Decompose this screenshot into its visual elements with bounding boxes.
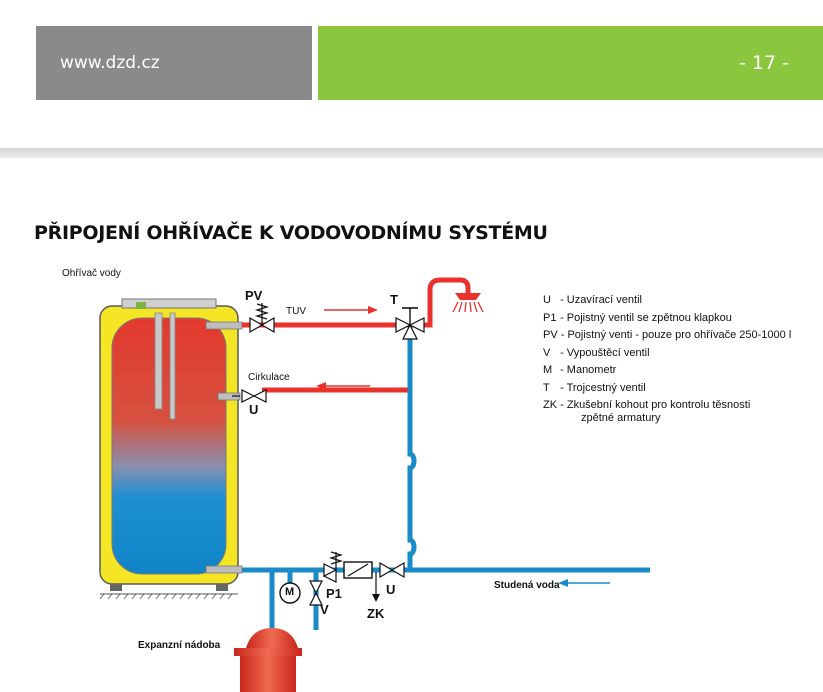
p1-label: P1 [326, 586, 342, 601]
legend-code: T [543, 381, 550, 394]
u-top-label: U [249, 402, 259, 417]
legend-item: ZK - Zkušební kohout pro kontrolu těsnos… [543, 399, 791, 417]
manometer-icon [279, 582, 301, 604]
legend-item: T - Trojcestný ventil [543, 382, 791, 400]
page-number-banner: - 17 - [318, 26, 823, 100]
water-heater [99, 298, 243, 600]
legend-item: PV - Pojistný venti - pouze pro ohřívače… [543, 329, 791, 347]
legend-item: P1 - Pojistný ventil se zpětnou klapkou [543, 312, 791, 330]
legend-item: V - Vypouštěcí ventil [543, 347, 791, 365]
legend-text: - Manometr [560, 364, 617, 376]
legend-code: V [543, 346, 551, 359]
p1-safety-valve-icon [322, 551, 344, 583]
legend-code: U [543, 294, 551, 306]
three-way-valve-icon [395, 307, 425, 340]
tuv-flow-arrow-icon [324, 306, 378, 314]
legend-item: U - Uzavírací ventil [543, 294, 791, 312]
circulation-shutoff-valve-icon [232, 389, 267, 403]
legend-text: - Trojcestný ventil [560, 381, 646, 394]
circulation-label: Cirkulace [248, 372, 290, 383]
legend-text: - Vypouštěcí ventil [560, 346, 650, 359]
expansion-vessel-label: Expanzní nádoba [138, 640, 221, 651]
legend-text: - Zkušební kohout pro kontrolu těsnosti [560, 399, 751, 411]
page-separator [0, 148, 823, 158]
website-banner: www.dzd.cz [36, 26, 312, 100]
cold-shutoff-valve-icon [379, 561, 405, 579]
legend-code: M [543, 364, 553, 376]
section-title: PŘIPOJENÍ OHŘÍVAČE K VODOVODNÍMU SYSTÉMU [34, 222, 548, 244]
cold-water-flow-arrow-icon [558, 579, 610, 587]
heater-label: Ohřívač vody [62, 268, 121, 279]
cold-water-label: Studená voda [494, 580, 560, 591]
legend-text: - Pojistný venti - pouze pro ohřívače 25… [560, 329, 792, 341]
legend-item: M - Manometr [543, 364, 791, 382]
drain-valve-icon [309, 580, 323, 606]
legend-continuation: zpětné armatury [581, 411, 661, 424]
circulation-flow-arrow-icon [316, 382, 370, 390]
test-cock-icon [372, 572, 380, 602]
website-url[interactable]: www.dzd.cz [60, 53, 160, 73]
legend-text: - Pojistný ventil se zpětnou klapkou [560, 311, 732, 324]
page-number: - 17 - [739, 52, 789, 74]
v-label: V [320, 602, 329, 617]
manometer-symbol: M [285, 586, 295, 598]
pv-label: PV [245, 288, 263, 303]
pv-safety-valve-icon [249, 303, 275, 334]
tuv-label: TUV [286, 306, 306, 317]
legend-code: PV [543, 329, 558, 341]
legend: U - Uzavírací ventil P1 - Pojistný venti… [543, 294, 791, 424]
check-valve-icon [343, 561, 373, 579]
shower-head-icon [452, 293, 484, 313]
u-bottom-label: U [386, 582, 396, 597]
legend-text: - Uzavírací ventil [560, 294, 642, 306]
expansion-vessel [234, 628, 302, 692]
t-label: T [390, 292, 398, 307]
zk-label: ZK [367, 606, 385, 621]
legend-code: ZK [543, 399, 558, 411]
legend-code: P1 [543, 311, 557, 324]
